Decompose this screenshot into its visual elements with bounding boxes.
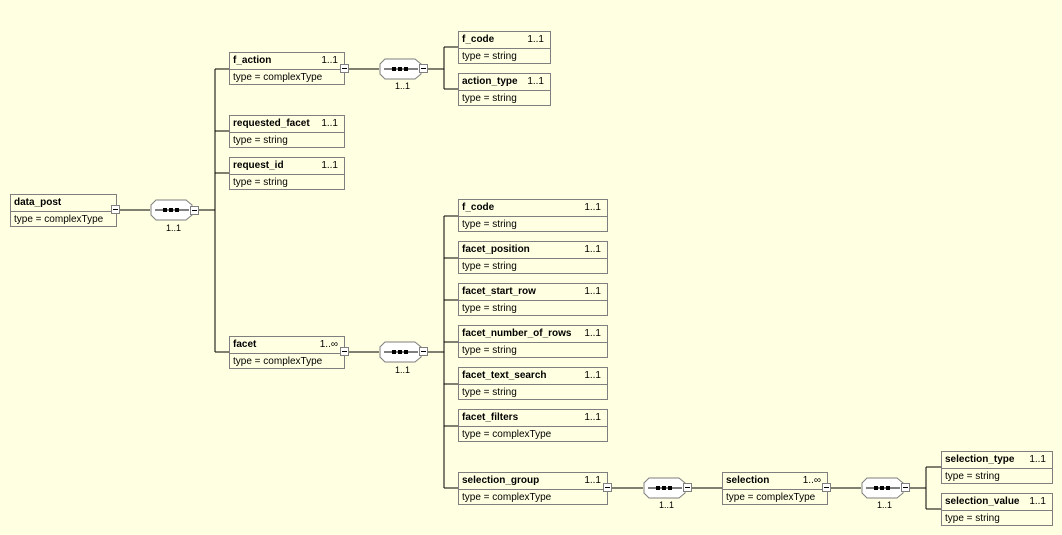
element-cardinality: 1..1 bbox=[527, 76, 544, 87]
collapse-toggle[interactable] bbox=[190, 206, 199, 215]
element-name: action_type bbox=[462, 76, 518, 87]
sequence-cardinality: 1..1 bbox=[166, 223, 182, 233]
sequence-cardinality: 1..1 bbox=[395, 81, 411, 91]
element-type: type = complexType bbox=[14, 214, 104, 225]
element-type: type = string bbox=[233, 135, 288, 146]
element-type: type = string bbox=[233, 177, 288, 188]
element-type: type = string bbox=[462, 345, 517, 356]
sequence-compositor-facet[interactable] bbox=[379, 341, 427, 363]
element-cardinality: 1..∞ bbox=[802, 475, 821, 486]
collapse-toggle[interactable] bbox=[822, 483, 831, 492]
collapse-toggle[interactable] bbox=[111, 205, 120, 214]
element-name: facet_position bbox=[462, 244, 530, 255]
element-type: type = complexType bbox=[726, 492, 816, 503]
element-name: facet bbox=[233, 339, 257, 350]
element-cardinality: 1..1 bbox=[321, 160, 338, 171]
element-cardinality: 1..1 bbox=[1029, 454, 1046, 465]
element-name: f_code bbox=[462, 202, 495, 213]
sequence-cardinality: 1..1 bbox=[659, 500, 675, 510]
element-cardinality: 1..∞ bbox=[319, 339, 338, 350]
sequence-compositor-selection[interactable] bbox=[861, 477, 909, 499]
element-cardinality: 1..1 bbox=[584, 370, 601, 381]
element-selection[interactable]: selection 1..∞ type = complexType bbox=[722, 472, 828, 505]
element-type: type = string bbox=[462, 303, 517, 314]
collapse-toggle[interactable] bbox=[419, 64, 428, 73]
element-cardinality: 1..1 bbox=[321, 118, 338, 129]
element-facet-number-of-rows[interactable]: facet_number_of_rows 1..1 type = string bbox=[458, 325, 608, 358]
element-type: type = string bbox=[462, 93, 517, 104]
element-name: facet_text_search bbox=[462, 370, 547, 381]
element-name: facet_number_of_rows bbox=[462, 328, 572, 339]
element-cardinality: 1..1 bbox=[584, 202, 601, 213]
element-selection-value[interactable]: selection_value 1..1 type = string bbox=[941, 493, 1053, 526]
element-selection-group[interactable]: selection_group 1..1 type = complexType bbox=[458, 472, 608, 505]
element-facet-start-row[interactable]: facet_start_row 1..1 type = string bbox=[458, 283, 608, 316]
element-type: type = string bbox=[462, 51, 517, 62]
element-cardinality: 1..1 bbox=[321, 55, 338, 66]
element-f-code[interactable]: f_code 1..1 type = string bbox=[458, 199, 608, 232]
element-f-action[interactable]: f_action 1..1 type = complexType bbox=[229, 52, 345, 85]
element-name: data_post bbox=[14, 197, 62, 208]
element-name: selection_value bbox=[945, 496, 1020, 507]
element-name: f_code bbox=[462, 34, 495, 45]
element-name: selection bbox=[726, 475, 770, 486]
element-facet-filters[interactable]: facet_filters 1..1 type = complexType bbox=[458, 409, 608, 442]
element-type: type = complexType bbox=[462, 492, 552, 503]
element-request-id[interactable]: request_id 1..1 type = string bbox=[229, 157, 345, 190]
element-cardinality: 1..1 bbox=[1029, 496, 1046, 507]
collapse-toggle[interactable] bbox=[340, 347, 349, 356]
sequence-cardinality: 1..1 bbox=[877, 500, 893, 510]
element-cardinality: 1..1 bbox=[584, 475, 601, 486]
element-type: type = string bbox=[945, 513, 1000, 524]
sequence-compositor-f-action[interactable] bbox=[379, 58, 427, 80]
sequence-compositor-root[interactable] bbox=[150, 199, 198, 221]
element-type: type = string bbox=[462, 219, 517, 230]
element-name: facet_filters bbox=[462, 412, 519, 423]
collapse-toggle[interactable] bbox=[901, 483, 910, 492]
element-name: selection_type bbox=[945, 454, 1015, 465]
element-type: type = complexType bbox=[233, 72, 323, 83]
element-name: facet_start_row bbox=[462, 286, 536, 297]
collapse-toggle[interactable] bbox=[683, 483, 692, 492]
element-type: type = string bbox=[462, 387, 517, 398]
element-name: f_action bbox=[233, 55, 272, 66]
element-facet-text-search[interactable]: facet_text_search 1..1 type = string bbox=[458, 367, 608, 400]
element-type: type = complexType bbox=[462, 429, 552, 440]
element-action-type[interactable]: action_type 1..1 type = string bbox=[458, 73, 551, 106]
element-name: request_id bbox=[233, 160, 284, 171]
element-selection-type[interactable]: selection_type 1..1 type = string bbox=[941, 451, 1053, 484]
element-name: selection_group bbox=[462, 475, 540, 486]
element-data-post[interactable]: data_post type = complexType bbox=[10, 194, 117, 227]
collapse-toggle[interactable] bbox=[419, 347, 428, 356]
element-facet[interactable]: facet 1..∞ type = complexType bbox=[229, 336, 345, 369]
sequence-cardinality: 1..1 bbox=[395, 365, 411, 375]
element-cardinality: 1..1 bbox=[584, 328, 601, 339]
element-type: type = string bbox=[462, 261, 517, 272]
element-requested-facet[interactable]: requested_facet 1..1 type = string bbox=[229, 115, 345, 148]
element-type: type = complexType bbox=[233, 356, 323, 367]
collapse-toggle[interactable] bbox=[340, 64, 349, 73]
element-cardinality: 1..1 bbox=[527, 34, 544, 45]
element-name: requested_facet bbox=[233, 118, 310, 129]
element-f-code[interactable]: f_code 1..1 type = string bbox=[458, 31, 551, 64]
sequence-compositor-selection-group[interactable] bbox=[643, 477, 691, 499]
element-cardinality: 1..1 bbox=[584, 286, 601, 297]
element-type: type = string bbox=[945, 471, 1000, 482]
element-cardinality: 1..1 bbox=[584, 412, 601, 423]
element-cardinality: 1..1 bbox=[584, 244, 601, 255]
element-facet-position[interactable]: facet_position 1..1 type = string bbox=[458, 241, 608, 274]
collapse-toggle[interactable] bbox=[603, 483, 612, 492]
